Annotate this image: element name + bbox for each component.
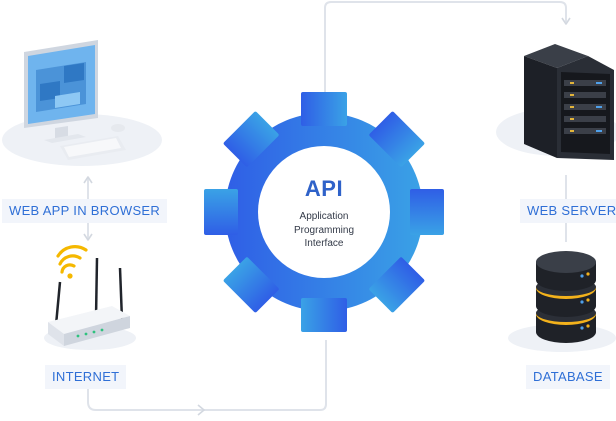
api-subtitle-line-3: Interface xyxy=(304,238,344,249)
api-subtitle-line-1: Application xyxy=(299,211,349,222)
web-app-label: WEB APP IN BROWSER xyxy=(2,199,168,223)
api-title: API xyxy=(304,176,344,201)
web-server-label: WEB SERVER xyxy=(520,199,616,223)
gear-center xyxy=(258,146,390,278)
internet-label: INTERNET xyxy=(45,365,127,389)
database-label: DATABASE xyxy=(526,365,610,389)
api-subtitle: Application Programming Interface xyxy=(264,210,384,251)
api-subtitle-line-2: Programming xyxy=(293,224,355,236)
